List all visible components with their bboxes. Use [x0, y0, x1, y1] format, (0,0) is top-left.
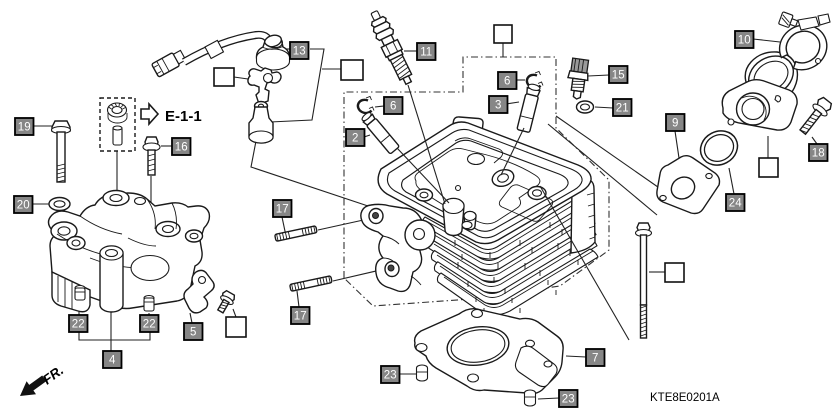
svg-text:13: 13 [293, 46, 306, 58]
svg-text:E-1-1: E-1-1 [165, 108, 202, 125]
svg-text:17: 17 [276, 204, 289, 216]
svg-text:KTE8E0201A: KTE8E0201A [650, 392, 720, 404]
svg-text:22: 22 [143, 319, 156, 331]
svg-text:16: 16 [175, 142, 188, 154]
svg-text:6: 6 [504, 76, 510, 88]
svg-text:10: 10 [738, 35, 751, 47]
svg-text:11: 11 [420, 47, 432, 59]
svg-text:18: 18 [812, 148, 825, 160]
svg-text:23: 23 [384, 370, 397, 382]
svg-text:20: 20 [17, 200, 30, 212]
svg-text:5: 5 [190, 327, 196, 339]
svg-text:7: 7 [592, 353, 598, 365]
svg-text:22: 22 [72, 319, 85, 331]
svg-text:23: 23 [562, 394, 575, 406]
svg-text:21: 21 [616, 103, 629, 115]
svg-text:15: 15 [612, 70, 625, 82]
svg-text:6: 6 [390, 101, 396, 113]
svg-text:17: 17 [294, 311, 307, 323]
svg-text:24: 24 [729, 198, 742, 210]
svg-text:2: 2 [352, 133, 358, 145]
svg-text:19: 19 [18, 122, 31, 134]
svg-text:4: 4 [109, 355, 116, 367]
svg-text:3: 3 [495, 100, 501, 112]
svg-text:9: 9 [672, 118, 678, 130]
